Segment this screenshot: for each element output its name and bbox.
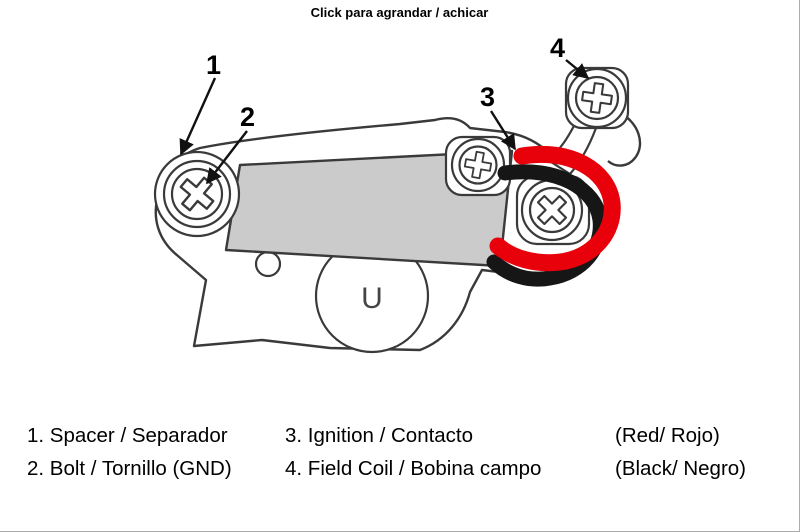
callout-1-arrow xyxy=(179,77,217,156)
legend-item-spacer: 1. Spacer / Separador xyxy=(27,424,228,447)
callout-4-number: 4 xyxy=(550,33,565,63)
upper-terminal-screw xyxy=(444,135,512,197)
red-wire xyxy=(489,145,621,272)
lower-terminal-screw xyxy=(515,174,591,246)
stator-assembly-diagram[interactable]: U xyxy=(0,22,800,422)
legend-wire-red: (Red/ Rojo) xyxy=(615,424,720,447)
callout-3-arrow xyxy=(489,110,517,151)
callout-2-number: 2 xyxy=(240,102,255,132)
callout-4: 4 xyxy=(550,33,590,79)
stamped-letter: U xyxy=(361,282,383,315)
legend-wire-black: (Black/ Negro) xyxy=(615,457,747,480)
legend-item-ignition: 3. Ignition / Contacto xyxy=(285,424,474,447)
callout-2-arrow xyxy=(206,130,248,185)
click-to-resize-caption: Click para agrandar / achicar xyxy=(310,5,489,20)
callout-1: 1 xyxy=(179,50,221,156)
callout-4-arrow xyxy=(565,59,590,79)
legend-item-field-coil: 4. Field Coil / Bobina campo xyxy=(285,457,542,480)
screw-4-hook xyxy=(607,111,642,167)
spacer-screw-1 xyxy=(153,150,241,238)
callout-3: 3 xyxy=(480,82,517,151)
small-hole xyxy=(254,250,282,278)
callout-3-number: 3 xyxy=(480,82,495,112)
callout-1-number: 1 xyxy=(206,50,221,80)
legend: 1. Spacer / Separador 3. Ignition / Cont… xyxy=(0,424,799,481)
legend-item-bolt: 2. Bolt / Tornillo (GND) xyxy=(27,457,232,480)
callout-2: 2 xyxy=(206,102,255,185)
